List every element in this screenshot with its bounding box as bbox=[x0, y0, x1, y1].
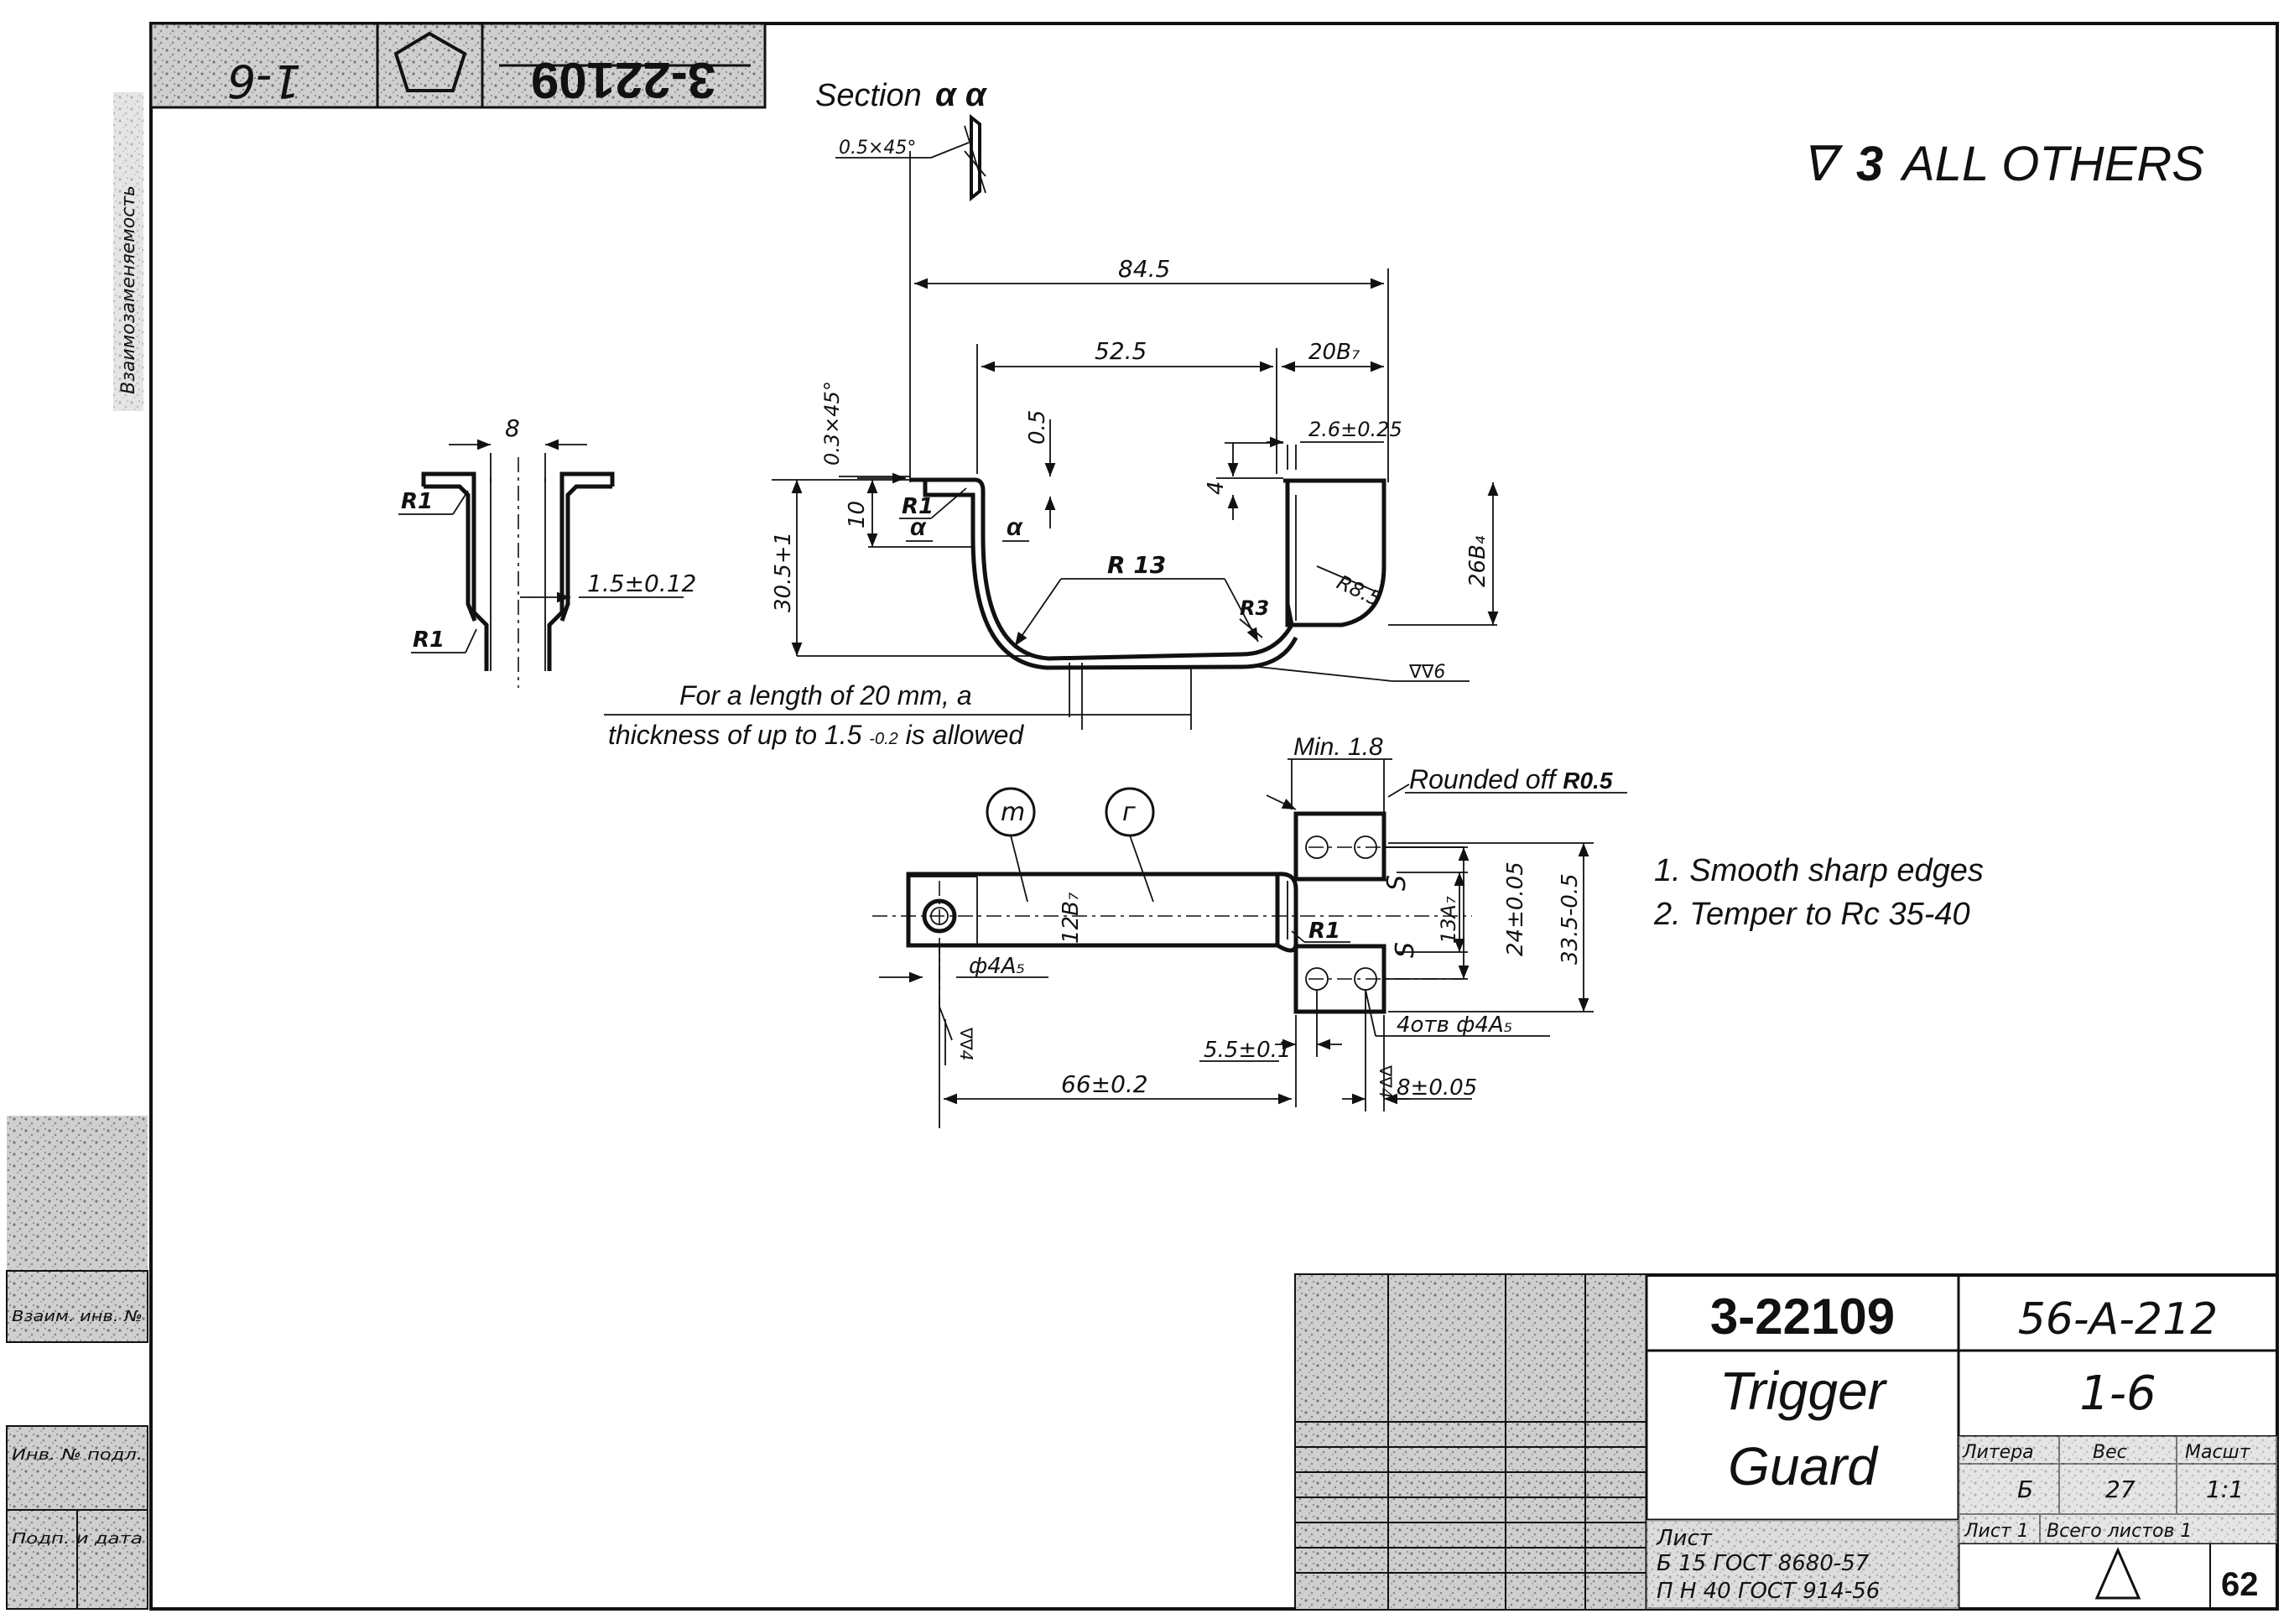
s-mark-1: S bbox=[1382, 875, 1412, 891]
drawing-frame bbox=[149, 22, 2279, 1611]
front-r13: R 13 bbox=[1107, 551, 1166, 579]
left-stamp-1: Взаим. инв. № bbox=[12, 1308, 143, 1325]
alpha-right: α bbox=[1007, 513, 1023, 541]
s-mark-2: S bbox=[1391, 942, 1420, 958]
plan-dim-66: 66±0.2 bbox=[1061, 1070, 1148, 1098]
hdr-scale: Масшт bbox=[2185, 1442, 2251, 1463]
note-sub: -0.2 bbox=[869, 730, 897, 748]
front-finish: ∇∇6 bbox=[1408, 662, 1445, 683]
stamp-number: 3-22109 bbox=[531, 52, 715, 108]
front-r1: R1 bbox=[902, 494, 934, 519]
title-block: 3-22109 Trigger Guard Лист Б 15 ГОСТ 868… bbox=[1294, 1273, 2279, 1611]
rounded-main: Rounded off bbox=[1409, 764, 1558, 794]
dim-335: 33.5-0.5 bbox=[1558, 873, 1583, 965]
title-sheet-ref: 1-6 bbox=[2079, 1366, 2156, 1421]
corner-stamp: 1-6 3-22109 bbox=[149, 22, 767, 109]
dim-chamfer: 0.3×45° bbox=[820, 381, 844, 466]
plan-rounded: Rounded off R0.5 bbox=[1409, 764, 1613, 794]
side-r1-bottom: R1 bbox=[413, 627, 445, 653]
scale-value: 1:1 bbox=[2206, 1476, 2244, 1503]
finish-text: ALL OTHERS bbox=[1900, 137, 2204, 191]
material-line1: Б 15 ГОСТ 8680-57 bbox=[1657, 1551, 1870, 1576]
surface-finish-note: ∇ 3 ALL OTHERS bbox=[1802, 137, 2204, 191]
dim-4: 4 bbox=[1204, 481, 1229, 495]
dim-268: 26В₄ bbox=[1465, 535, 1490, 587]
title-name-1: Trigger bbox=[1719, 1361, 1888, 1421]
balloon-m: m bbox=[1001, 798, 1025, 827]
side-thickness: 1.5±0.12 bbox=[587, 570, 696, 597]
note-2: 2. Temper to Rc 35-40 bbox=[1653, 897, 1970, 932]
page-number: 62 bbox=[2221, 1566, 2259, 1603]
material-label: Лист bbox=[1656, 1526, 1713, 1551]
plan-holes-right: 4отв ф4А₅ bbox=[1397, 1012, 1512, 1038]
side-strip-text: Взаимозаменяемость bbox=[118, 185, 139, 394]
finish-value: 3 bbox=[1856, 137, 1883, 191]
dim-10: 10 bbox=[845, 501, 870, 528]
dim-05: 0.5 bbox=[1025, 410, 1050, 445]
note-main: thickness of up to 1.5 bbox=[608, 720, 862, 750]
left-stamp-3: Подп. и дата bbox=[12, 1530, 143, 1548]
rounded-value: R0.5 bbox=[1563, 768, 1613, 794]
section-chamfer: 0.5×45° bbox=[839, 138, 916, 159]
alpha-left: α bbox=[910, 513, 927, 541]
balloon-g: г bbox=[1122, 798, 1136, 827]
note-end: is allowed bbox=[906, 720, 1025, 750]
section-title: Section bbox=[815, 78, 922, 113]
title-name-2: Guard bbox=[1728, 1436, 1879, 1496]
plan-dim-8: 8±0.05 bbox=[1397, 1075, 1477, 1101]
section-letters: α α bbox=[935, 76, 988, 113]
front-note-line1: For a length of 20 mm, a bbox=[679, 680, 972, 710]
sheet-label: Лист 1 bbox=[1964, 1521, 2029, 1542]
hdr-weight: Вес bbox=[2093, 1442, 2127, 1463]
side-strip: Взаимозаменяемость bbox=[113, 92, 143, 411]
front-r3: R3 bbox=[1240, 596, 1269, 620]
litera-value: Б bbox=[2017, 1476, 2033, 1503]
note-1: 1. Smooth sharp edges bbox=[1654, 853, 1984, 888]
finish-symbol: ∇ bbox=[1802, 137, 1844, 191]
front-view: 84.5 52.5 20В₇ 2.6±0.25 4 0.5 0.3×45° 10… bbox=[604, 151, 1499, 750]
dim-height: 30.5+1 bbox=[771, 532, 796, 612]
dim-inner: 52.5 bbox=[1095, 337, 1147, 365]
side-r1-top: R1 bbox=[401, 489, 433, 514]
pentagon-icon bbox=[393, 31, 467, 92]
hdr-litera: Литера bbox=[1962, 1442, 2034, 1463]
side-dim-width: 8 bbox=[505, 414, 520, 442]
material-line2: П Н 40 ГОСТ 914-56 bbox=[1657, 1579, 1880, 1604]
stamp-sheet: 1-6 bbox=[227, 55, 301, 107]
plan-r1: R1 bbox=[1308, 919, 1340, 944]
dim-13: 13А₇ bbox=[1437, 896, 1460, 944]
plan-view: m г Min. 1.8 Rounded off R0.5 12В₇ 24±0.… bbox=[872, 733, 1627, 1128]
dim-26: 2.6±0.25 bbox=[1308, 418, 1402, 441]
plan-hole-left: ф4А₅ bbox=[969, 954, 1025, 979]
left-stamp-2: Инв. № подл. bbox=[12, 1446, 143, 1464]
plan-finish-mid: ∇∇4 bbox=[1376, 1064, 1396, 1098]
dim-right: 20В₇ bbox=[1308, 340, 1360, 365]
dim-overall: 84.5 bbox=[1118, 255, 1170, 283]
front-note-line2: thickness of up to 1.5 -0.2 is allowed bbox=[608, 720, 1024, 750]
warning-triangle-icon bbox=[2094, 1547, 2141, 1600]
plan-finish-left: ∇∇4 bbox=[956, 1027, 976, 1060]
side-view: 8 R1 R1 1.5±0.12 bbox=[398, 414, 696, 688]
plan-min: Min. 1.8 bbox=[1293, 733, 1383, 761]
sheets-label: Всего листов 1 bbox=[2047, 1521, 2192, 1542]
weight-value: 27 bbox=[2105, 1476, 2136, 1503]
dim-128: 12В₇ bbox=[1059, 892, 1084, 944]
section-view: Section α α 0.5×45° bbox=[815, 76, 988, 202]
title-code: 56-А-212 bbox=[2018, 1294, 2219, 1345]
notes: 1. Smooth sharp edges 2. Temper to Rc 35… bbox=[1653, 853, 1984, 932]
dim-24: 24±0.05 bbox=[1503, 861, 1528, 956]
left-strip-stamps: Взаим. инв. № Инв. № подл. Подп. и дата bbox=[6, 1116, 148, 1610]
title-number: 3-22109 bbox=[1710, 1288, 1895, 1345]
plan-dim-55: 5.5±0.1 bbox=[1204, 1038, 1291, 1063]
